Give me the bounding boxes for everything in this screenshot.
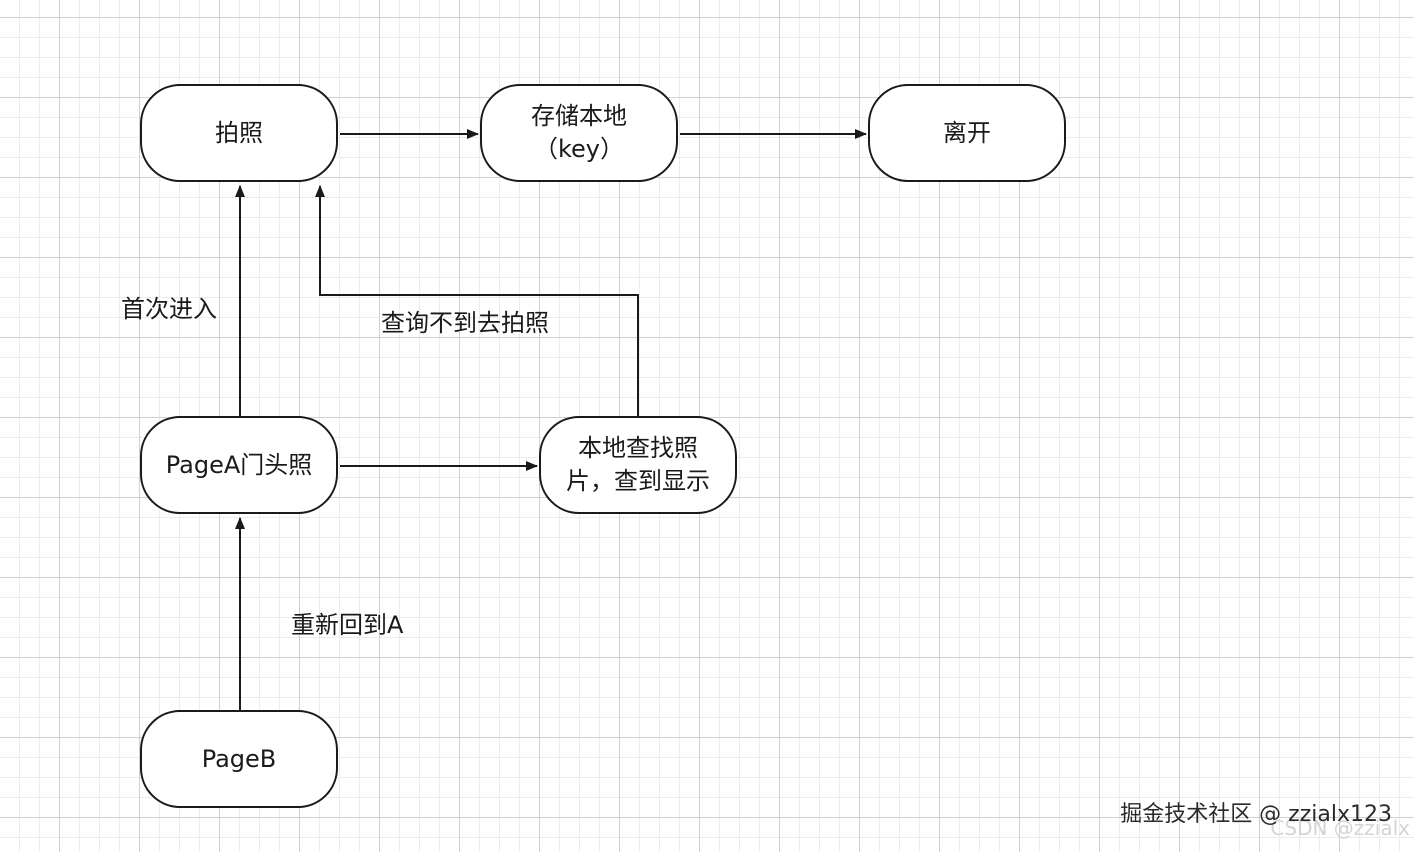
node-local-lookup-line1: 本地查找照 <box>578 434 698 462</box>
node-store-local: 存储本地 （key） <box>480 84 678 182</box>
edge-lookup-to-paizhao <box>315 185 639 416</box>
node-pagea: PageA门头照 <box>140 416 338 514</box>
node-store-local-line1: 存储本地 <box>531 102 627 130</box>
node-store-local-line2: （key） <box>533 135 624 163</box>
node-paizhao-label: 拍照 <box>215 118 263 147</box>
node-paizhao: 拍照 <box>140 84 338 182</box>
watermark: 掘金技术社区 @ zzialx123 <box>1120 802 1392 827</box>
node-leave-label: 离开 <box>943 118 991 147</box>
edge-label-first-enter: 首次进入 <box>121 295 217 323</box>
node-pageb-label: PageB <box>201 744 277 773</box>
edge-label-not-found: 查询不到去拍照 <box>381 309 549 337</box>
node-pageb: PageB <box>140 710 338 808</box>
node-local-lookup-line2: 片，查到显示 <box>566 467 710 495</box>
watermark-ghost: CSDN @zzialx <box>1270 816 1410 840</box>
node-pagea-label: PageA门头照 <box>165 450 313 479</box>
node-local-lookup: 本地查找照 片，查到显示 <box>539 416 737 514</box>
edge-label-return-a: 重新回到A <box>291 611 404 639</box>
node-leave: 离开 <box>868 84 1066 182</box>
